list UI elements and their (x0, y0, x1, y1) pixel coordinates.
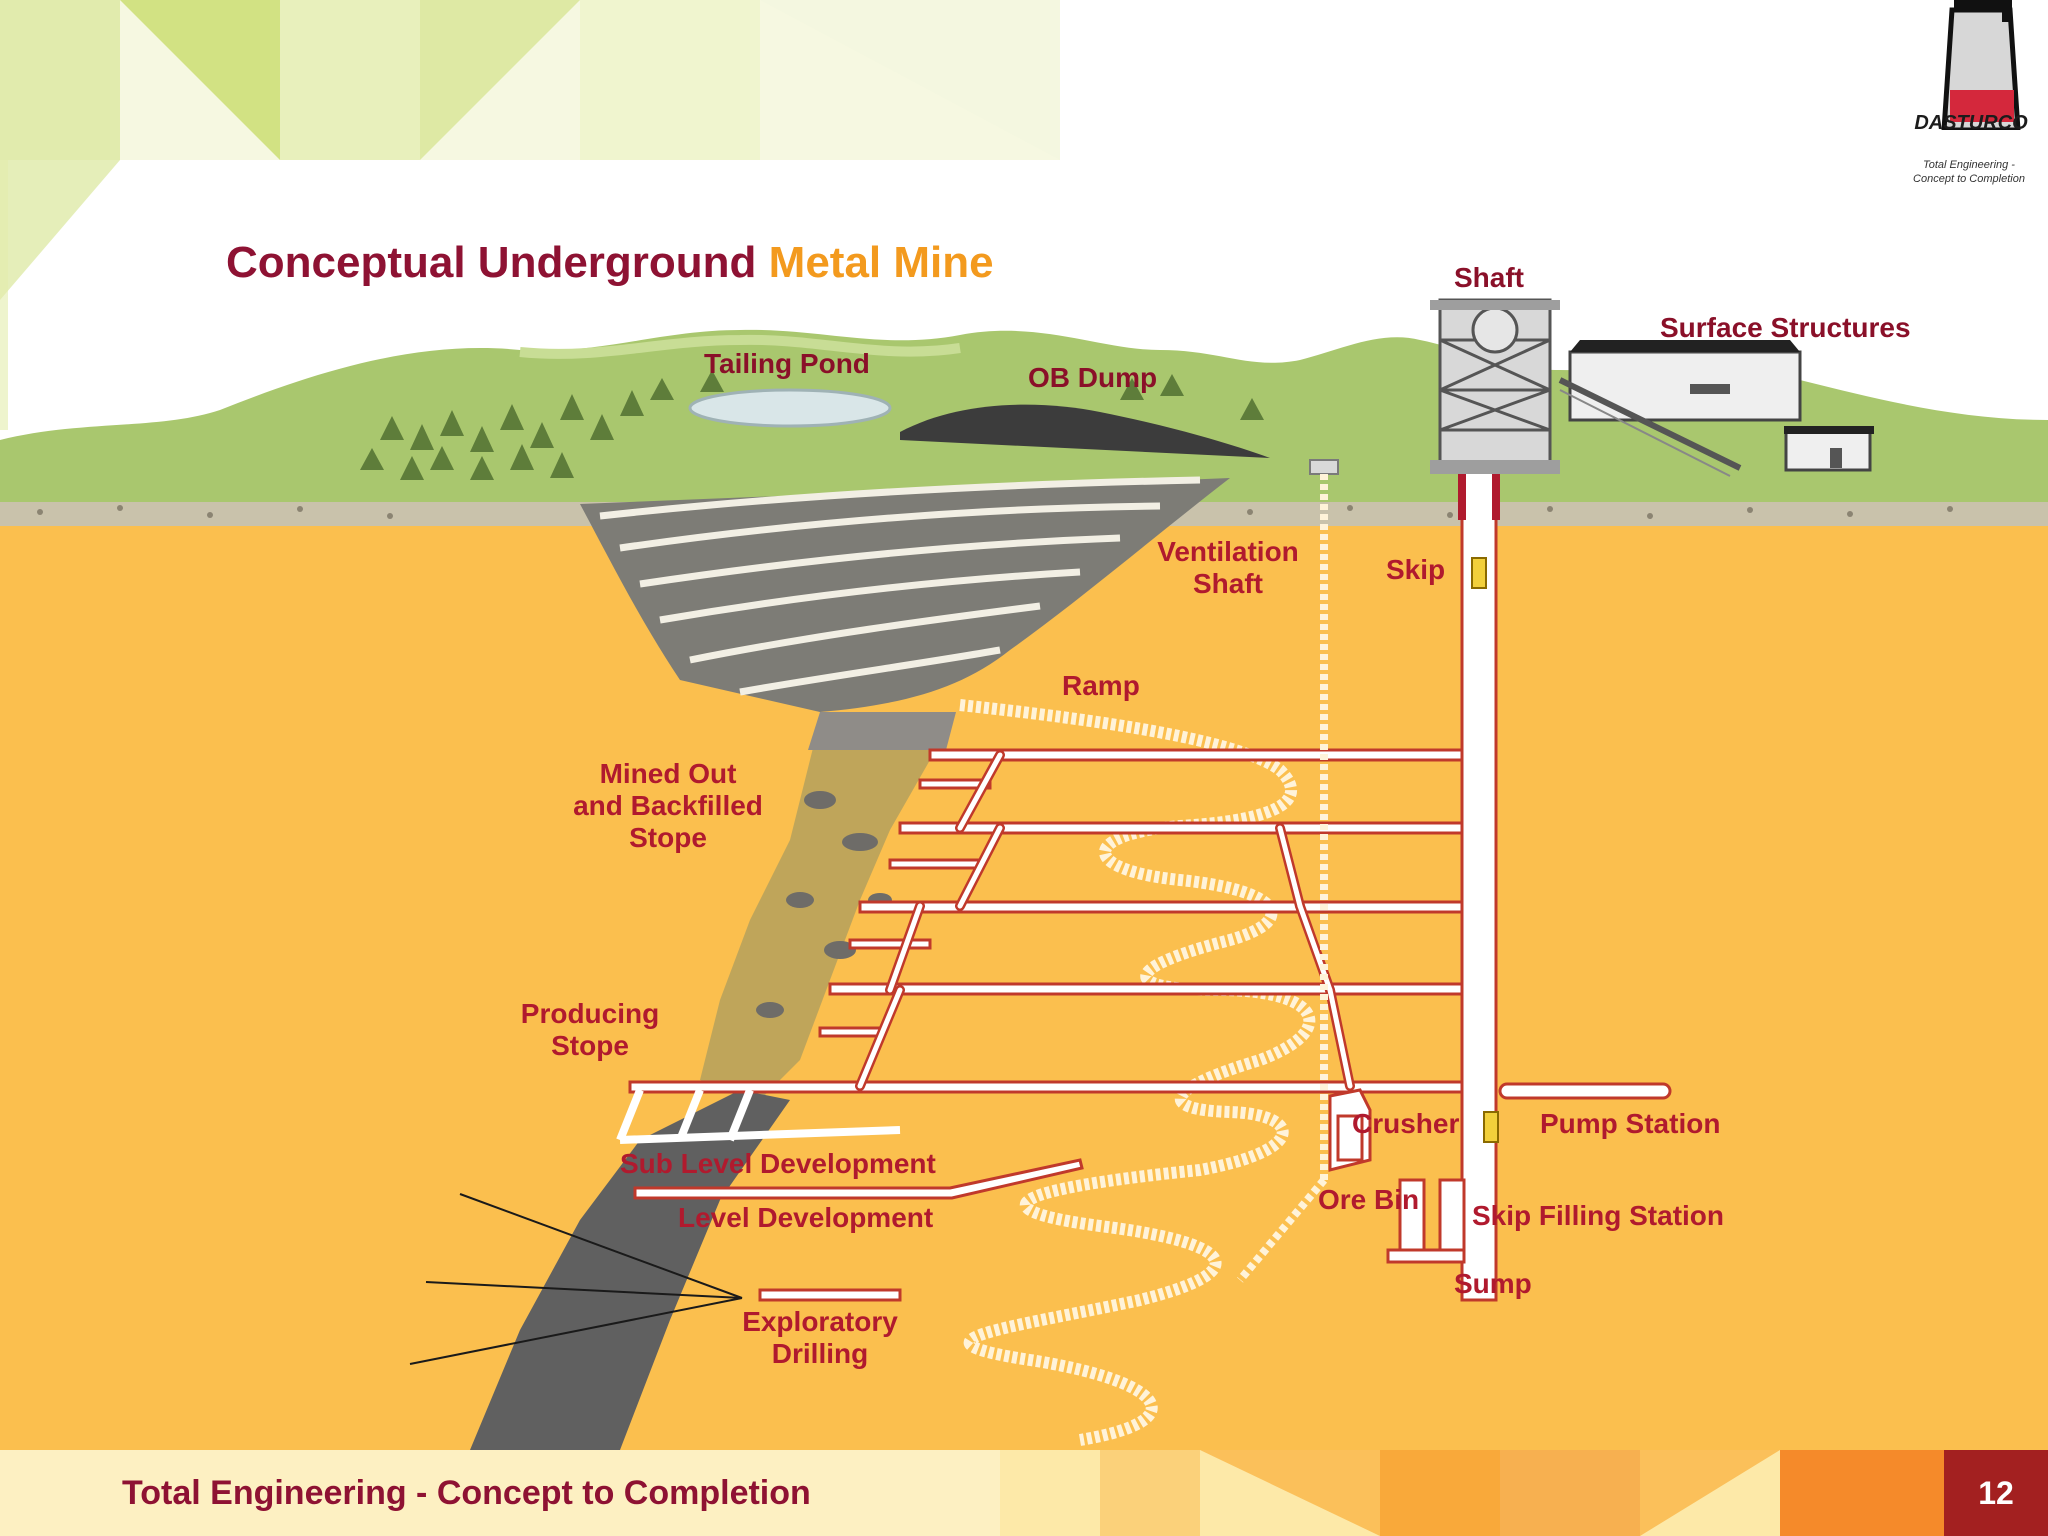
slide-title: Conceptual Underground Metal Mine (226, 238, 994, 288)
gravel-dots (37, 505, 1953, 519)
label-ramp: Ramp (1062, 670, 1140, 701)
label-exploratory-drilling-line2: Drilling (771, 1338, 869, 1369)
crusher-orebin (1328, 1088, 1466, 1264)
exploratory-drill-lines (409, 1193, 743, 1365)
level-tunnels (628, 748, 1672, 1100)
hill-highlights (519, 334, 961, 359)
mined-out-top (808, 712, 956, 750)
label-exploratory-drilling: Exploratory Drilling (722, 1306, 918, 1370)
label-mined-out-line3: Stope (629, 822, 707, 853)
label-ob-dump: OB Dump (1028, 362, 1158, 393)
label-ventilation-shaft-line1: Ventilation (1157, 536, 1299, 567)
title-part2: Metal Mine (768, 238, 994, 287)
development-drifts (633, 1158, 1084, 1302)
label-pump-station: Pump Station (1540, 1108, 1721, 1139)
footer-tagline: Total Engineering - Concept to Completio… (122, 1474, 811, 1512)
logo-tagline-line2: Concept to Completion (1913, 173, 2025, 185)
footer-strip (0, 1450, 2048, 1536)
label-ventilation-shaft: Ventilation Shaft (1140, 536, 1316, 600)
backfilled-stope (700, 712, 950, 1100)
label-shaft: Shaft (1454, 262, 1524, 293)
label-sub-level-development: Sub Level Development (620, 1148, 936, 1179)
label-skip-filling-station: Skip Filling Station (1472, 1200, 1724, 1231)
ore-body (470, 1090, 790, 1450)
main-shaft (1458, 468, 1500, 1302)
raises-inner (857, 752, 1353, 1089)
logo-tagline-line1: Total Engineering - (1923, 159, 2015, 171)
label-skip: Skip (1386, 554, 1446, 585)
logo-tagline: Total Engineering - Concept to Completio… (1890, 158, 2048, 186)
label-mined-out-line1: Mined Out (599, 758, 737, 789)
surface-buildings (1558, 340, 1874, 477)
label-tailing-pond: Tailing Pond (704, 348, 870, 379)
page-number: 12 (1944, 1450, 2048, 1536)
ventilation-shaft (1236, 459, 1339, 1283)
tailing-pond (688, 388, 892, 428)
dasturco-logo (1910, 0, 2048, 156)
label-mined-out-stope: Mined Out and Backfilled Stope (560, 758, 776, 854)
title-part1: Conceptual Underground (226, 238, 757, 287)
ob-dump (900, 404, 1270, 458)
label-ventilation-shaft-line2: Shaft (1193, 568, 1263, 599)
label-exploratory-drilling-line1: Exploratory (742, 1306, 898, 1337)
headframe (1430, 298, 1560, 474)
logo-brand-text: DASTURCO (1914, 112, 2028, 134)
tree-cluster (360, 370, 1264, 480)
producing-stope-cells (616, 1088, 901, 1144)
label-ore-bin: Ore Bin (1318, 1184, 1420, 1215)
label-surface-structures: Surface Structures (1660, 312, 1911, 343)
label-mined-out-line2: and Backfilled (573, 790, 763, 821)
header-decoration (0, 0, 1060, 430)
label-producing-stope-line2: Stope (551, 1030, 629, 1061)
label-producing-stope: Producing Stope (514, 998, 666, 1062)
label-producing-stope-line1: Producing (520, 998, 660, 1029)
label-sump: Sump (1454, 1268, 1532, 1299)
pit-benches (599, 476, 1201, 696)
label-crusher: Crusher (1352, 1108, 1460, 1139)
label-level-development: Level Development (678, 1202, 934, 1233)
